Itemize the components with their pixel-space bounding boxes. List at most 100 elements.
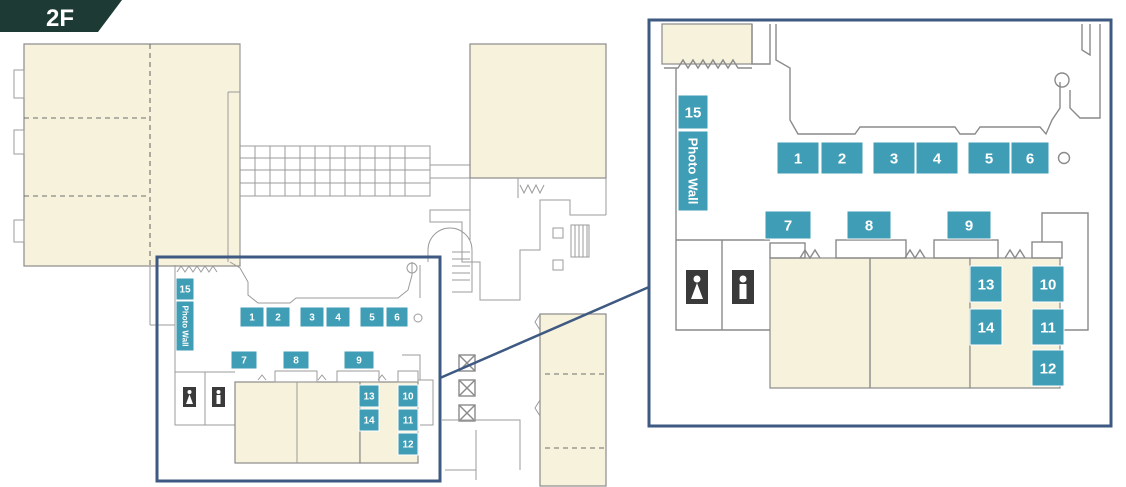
overview-booth-14[interactable]: 14	[358, 408, 380, 432]
elevator-icon	[458, 354, 476, 422]
wall	[176, 265, 218, 273]
inset-booth-8[interactable]: 8	[846, 210, 892, 240]
female-restroom-icon	[183, 387, 196, 407]
booth-number: 2	[838, 151, 846, 168]
inset-booth-15[interactable]: 15	[677, 94, 709, 130]
booth-marker	[677, 94, 709, 130]
booth-marker	[967, 141, 1011, 175]
column	[413, 313, 423, 323]
booth-marker	[820, 141, 864, 175]
wall	[229, 261, 413, 304]
overview-booth-4[interactable]: 4	[325, 306, 351, 328]
male-restroom-icon	[732, 270, 754, 304]
overview-booth-6[interactable]: 6	[385, 306, 409, 328]
inset-booth-2[interactable]: 2	[820, 141, 864, 175]
booth-number: 7	[784, 218, 792, 235]
booth-number: 2	[275, 313, 281, 324]
inset-booth-7[interactable]: 7	[764, 210, 812, 240]
booth-number: 9	[965, 218, 973, 235]
overview-booth-10[interactable]: 10	[397, 384, 419, 408]
overview-photo-wall[interactable]: Photo Wall	[175, 300, 195, 352]
booth-number: 6	[394, 313, 400, 324]
elevator-cabin	[458, 404, 476, 422]
inset-booth-1[interactable]: 1	[776, 141, 820, 175]
wall	[175, 371, 235, 425]
booth-marker	[776, 141, 820, 175]
inset-booth-13[interactable]: 13	[969, 265, 1003, 303]
restroom-figure-head	[216, 390, 221, 394]
booth-marker	[239, 306, 265, 328]
wall	[13, 219, 25, 243]
booth-number: 15	[179, 285, 191, 296]
wall	[534, 313, 541, 417]
wall	[799, 248, 1026, 260]
photo-wall-label: Photo Wall	[181, 305, 190, 346]
booth-number: 1	[794, 151, 802, 168]
booth-number: 9	[356, 356, 362, 367]
booth-marker	[1031, 308, 1065, 346]
inset-room-top	[661, 23, 753, 65]
floor-tag: 2F	[0, 0, 122, 32]
restroom-figure-body	[739, 284, 747, 299]
inset-booth-12[interactable]: 12	[1031, 349, 1065, 387]
booth-marker	[1010, 141, 1050, 175]
inset-booth-3[interactable]: 3	[872, 141, 916, 175]
booth-number: 14	[978, 320, 995, 337]
inset-booth-11[interactable]: 11	[1031, 308, 1065, 346]
booth-marker	[764, 210, 812, 240]
booth-marker	[359, 306, 385, 328]
female-restroom-icon	[686, 270, 708, 304]
inset-booth-9[interactable]: 9	[946, 210, 992, 240]
booth-number: 5	[985, 151, 993, 168]
booth-number: 3	[309, 313, 315, 324]
column	[406, 262, 418, 274]
inset-booth-14[interactable]: 14	[969, 308, 1003, 346]
inset-booth-6[interactable]: 6	[1010, 141, 1050, 175]
overview-booth-15[interactable]: 15	[175, 277, 195, 301]
booth-marker	[397, 432, 419, 456]
wall	[519, 183, 545, 195]
counter	[769, 242, 806, 259]
corridor-grid-frame	[239, 145, 431, 197]
booth-marker	[1031, 349, 1065, 387]
overview-booth-13[interactable]: 13	[358, 384, 380, 408]
booth-number: 4	[933, 151, 942, 168]
elevator-cross	[458, 404, 476, 422]
counter	[397, 370, 419, 383]
counter	[274, 370, 318, 383]
booth-marker	[969, 308, 1003, 346]
overview-booth-7[interactable]: 7	[230, 350, 258, 370]
booth-number: 7	[241, 356, 247, 367]
right-hall	[469, 43, 607, 179]
photo-wall-marker	[677, 130, 709, 212]
booth-number: 6	[1026, 151, 1034, 168]
inset-photo-wall[interactable]: Photo Wall	[677, 130, 709, 212]
male-restroom-icon	[212, 387, 225, 407]
inset-booth-10[interactable]: 10	[1031, 265, 1065, 303]
booth-marker	[969, 265, 1003, 303]
restroom-figure-body	[691, 283, 703, 299]
booth-number: 12	[1040, 361, 1057, 378]
overview-booth-2[interactable]: 2	[265, 306, 291, 328]
rotunda	[427, 227, 473, 293]
inset-booth-4[interactable]: 4	[915, 141, 959, 175]
overview-booth-5[interactable]: 5	[359, 306, 385, 328]
left-hall	[23, 43, 241, 267]
overview-booth-3[interactable]: 3	[299, 306, 325, 328]
overview-booth-9[interactable]: 9	[343, 350, 375, 370]
booth-number: 8	[293, 356, 299, 367]
booth-marker	[230, 350, 258, 370]
overview-booth-12[interactable]: 12	[397, 432, 419, 456]
overview-booth-11[interactable]: 11	[397, 408, 419, 432]
booth-number: 4	[335, 313, 341, 324]
photo-wall-marker	[175, 300, 195, 352]
inset-frame	[647, 18, 1113, 428]
overview-booth-1[interactable]: 1	[239, 306, 265, 328]
inset-booth-5[interactable]: 5	[967, 141, 1011, 175]
photo-wall-label: Photo Wall	[686, 138, 701, 205]
overview-booth-8[interactable]: 8	[282, 350, 310, 370]
wall	[751, 24, 1091, 136]
